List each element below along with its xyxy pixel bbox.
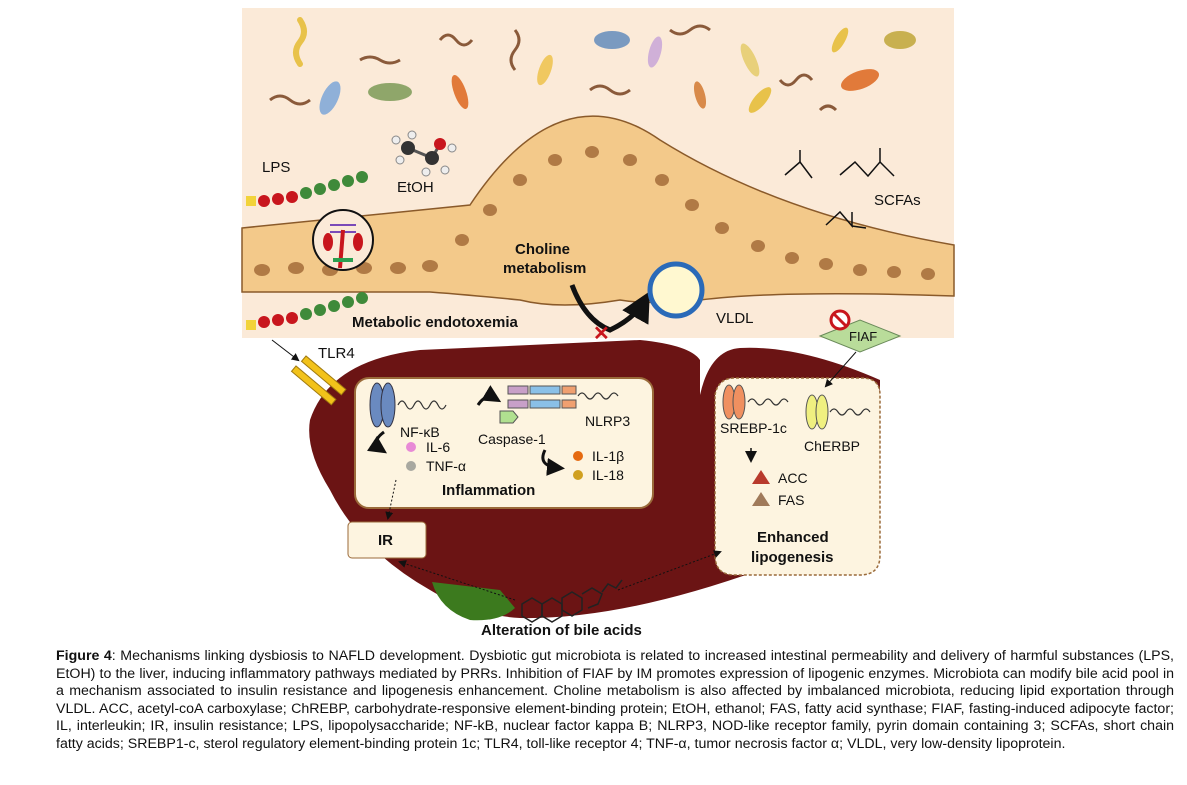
il6-dot-icon [406,442,416,452]
tnfa-dot-icon [406,461,416,471]
figure-caption: Figure 4: Mechanisms linking dysbiosis t… [56,648,1174,754]
il18-label: IL-18 [592,467,624,483]
scfas-label: SCFAs [874,192,921,209]
nfkb-receptor-icon [369,382,447,428]
il6-label: IL-6 [426,439,450,455]
caspase1-label: Caspase-1 [478,431,546,447]
choline-blocked-arrow [569,284,650,333]
enhanced-lipogenesis-line1: Enhanced [757,529,829,546]
gut-microbiota [269,17,916,115]
nlrp3-complex-icon [507,385,619,409]
inhibition-icon [829,309,851,331]
enhanced-lipogenesis-line2: lipogenesis [751,549,834,566]
fas-label: FAS [778,492,804,508]
bile-to-ir-arrow [398,560,516,601]
etoh-label: EtOH [397,179,434,196]
chrebp-icon [805,394,871,430]
lps-molecule-bottom [246,292,368,330]
caspase1-icon [499,410,519,424]
lps-label: LPS [262,159,290,176]
lps-molecule-top [246,171,368,207]
blocked-x-icon: ✕ [593,323,610,345]
vldl-label: VLDL [716,310,754,327]
il18-dot-icon [573,470,583,480]
metabolic-endotoxemia-label: Metabolic endotoxemia [352,314,519,331]
bile-acids-label: Alteration of bile acids [481,622,642,639]
nfkb-label: NF-κB [400,424,440,440]
vldl-particle-icon [647,261,705,319]
choline-label-line1: Choline [515,241,570,258]
tlr4-label: TLR4 [318,345,355,362]
bile-acid-molecule-icon [521,579,623,623]
epithelial-nuclei [254,146,935,280]
nfkb-to-cytokines-arrow [367,430,387,454]
nafld-mechanism-diagram: LPS EtOH SCFAs Choline metabolism ✕ VLDL… [241,8,955,639]
gallbladder-shape [432,582,515,621]
fas-triangle-icon [752,492,770,506]
fiaf-to-chrebp-arrow [824,351,857,388]
ir-box [347,521,427,559]
figure-caption-text: : Mechanisms linking dysbiosis to NAFLD … [56,648,1174,752]
srebp1c-label: SREBP-1c [720,420,787,436]
lipogenesis-panel [714,377,881,576]
il1b-label: IL-1β [592,448,624,464]
tnfa-label: TNF-α [426,458,466,474]
nlrp3-label: NLRP3 [585,413,630,429]
caspase-to-il-arrow [541,449,565,476]
acc-label: ACC [778,470,808,486]
acc-triangle-icon [752,470,770,484]
nfkb-to-nlrp3-arrow [476,385,502,406]
chrebp-label: ChERBP [804,438,860,454]
srebp1c-icon [722,384,789,420]
tlr4-receptor-icon [290,355,347,406]
choline-label-line2: metabolism [503,260,586,277]
etoh-molecule-icon [391,130,457,177]
lps-to-tlr4-arrow [271,339,300,362]
tight-junction-disruption [312,209,374,271]
figure-caption-label: Figure 4 [56,648,112,664]
fiaf-label: FIAF [849,329,877,344]
il1b-dot-icon [573,451,583,461]
ir-label: IR [378,532,393,549]
scfa-molecules-icon [784,148,895,229]
intestinal-epithelium [241,115,955,306]
inflammation-label: Inflammation [442,482,535,499]
inflammation-to-ir-arrow [385,479,397,520]
